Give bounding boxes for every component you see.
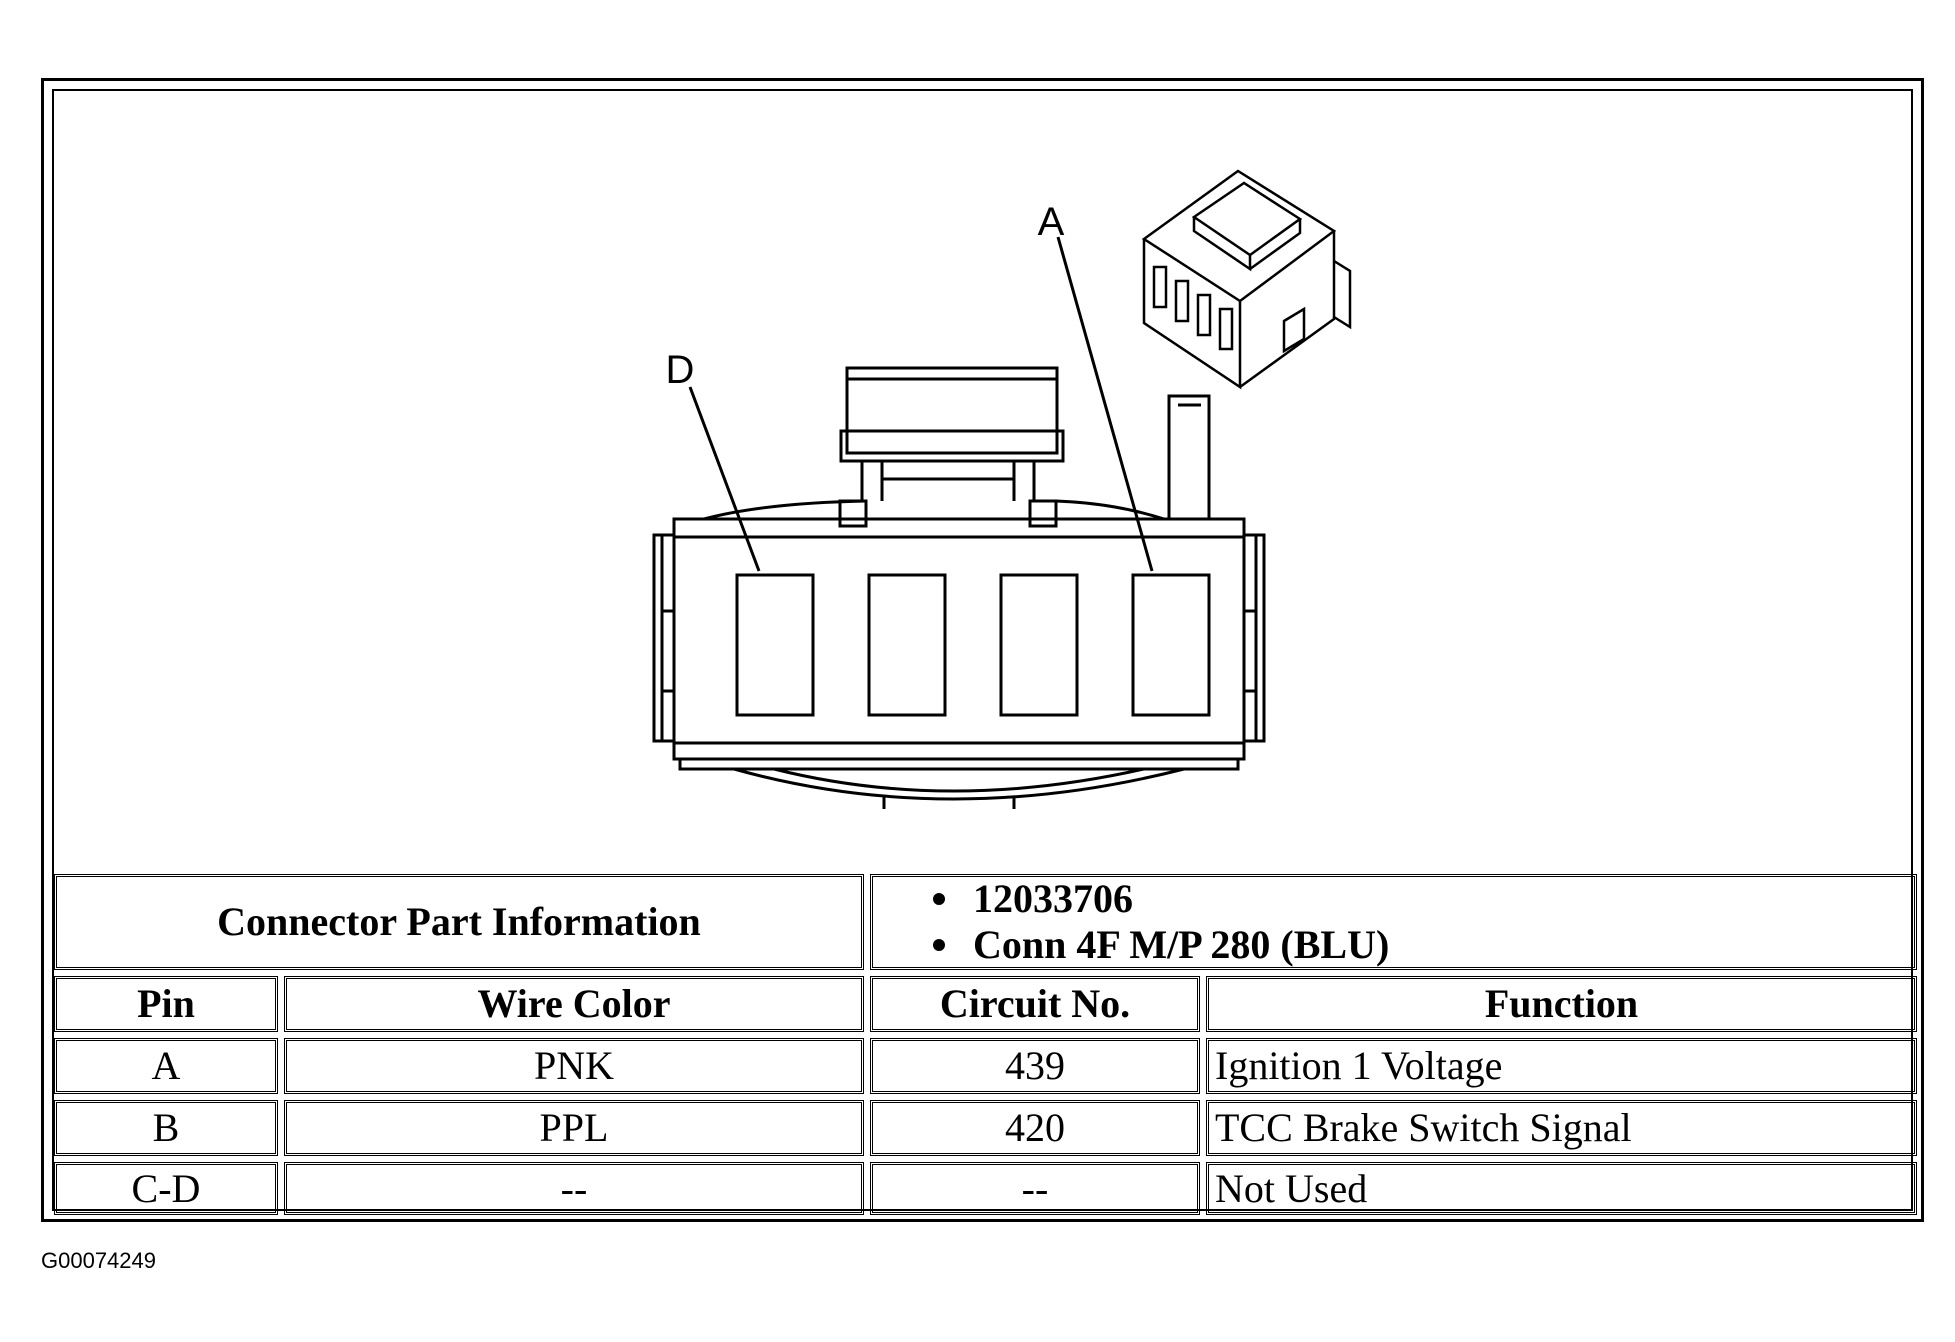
- connector-info-header: Connector Part Information: [54, 874, 864, 970]
- row-cd-pin: C-D: [54, 1162, 278, 1215]
- connector-description-item: Conn 4F M/P 280 (BLU): [933, 922, 1389, 968]
- row-b-circuit: 420: [870, 1100, 1200, 1156]
- connector-latch: [838, 366, 1065, 528]
- column-header-function: Function: [1206, 976, 1917, 1032]
- row-cd-circuit: --: [870, 1162, 1200, 1215]
- cavity-d: [735, 573, 815, 717]
- cavity-c: [867, 573, 947, 717]
- column-header-wire-color: Wire Color: [284, 976, 864, 1032]
- callout-label-a: A: [1038, 200, 1065, 244]
- callout-leader-a: [1056, 236, 1154, 572]
- cavity-b: [999, 573, 1079, 717]
- part-number-item: 12033706: [933, 876, 1133, 922]
- row-cd-wire-color: --: [284, 1162, 864, 1215]
- connector-chart-frame: D A Connector Part Information 12033706 …: [41, 78, 1924, 1222]
- callout-leader-d: [688, 386, 761, 572]
- row-b-wire-color: PPL: [284, 1100, 864, 1156]
- row-a-circuit: 439: [870, 1038, 1200, 1094]
- row-b-function: TCC Brake Switch Signal: [1206, 1100, 1917, 1156]
- connector-part-list: 12033706 Conn 4F M/P 280 (BLU): [870, 874, 1917, 970]
- bullet-icon: [933, 939, 945, 951]
- cavity-a: [1131, 573, 1211, 717]
- connector-diagram: D A: [54, 91, 1917, 868]
- pin-cavities: [735, 573, 1211, 717]
- row-a-pin: A: [54, 1038, 278, 1094]
- bullet-icon: [933, 893, 945, 905]
- figure-id: G00074249: [41, 1248, 156, 1273]
- connector-description: Conn 4F M/P 280 (BLU): [973, 922, 1390, 967]
- callout-label-d: D: [666, 348, 695, 392]
- part-number: 12033706: [973, 876, 1133, 921]
- connector-chart-inner: D A Connector Part Information 12033706 …: [52, 89, 1917, 1215]
- row-a-function: Ignition 1 Voltage: [1206, 1038, 1917, 1094]
- row-a-wire-color: PNK: [284, 1038, 864, 1094]
- row-cd-function: Not Used: [1206, 1162, 1917, 1215]
- column-header-pin: Pin: [54, 976, 278, 1032]
- column-header-circuit-no: Circuit No.: [870, 976, 1200, 1032]
- connector-isometric-view: [1141, 169, 1352, 390]
- connector-housing: [652, 499, 1266, 809]
- connector-drawing: D A: [652, 169, 1352, 809]
- row-b-pin: B: [54, 1100, 278, 1156]
- connector-post: [1167, 394, 1211, 521]
